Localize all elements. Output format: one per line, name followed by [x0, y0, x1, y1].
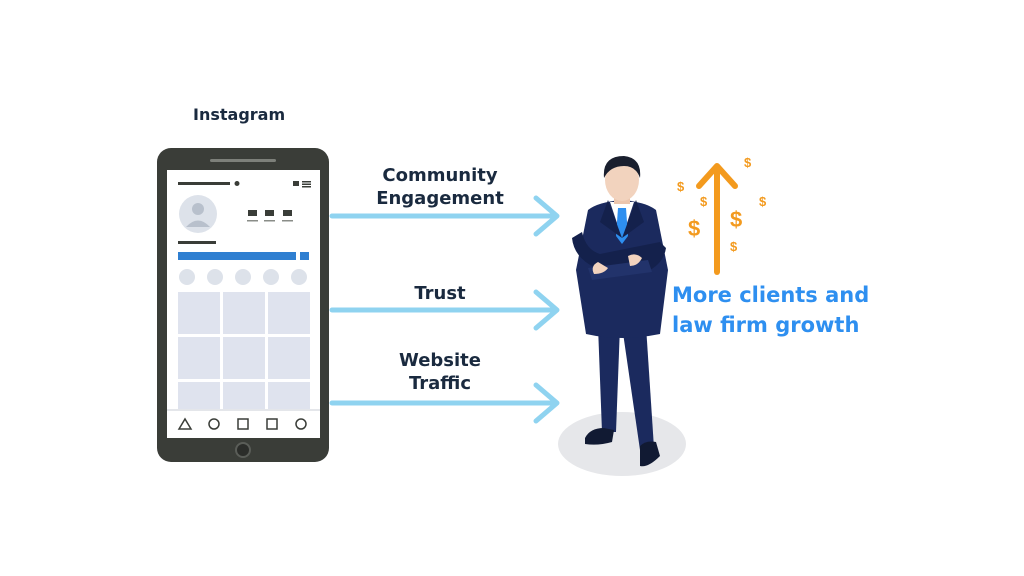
photo-grid — [178, 292, 310, 409]
dollar-sign-icon: $ — [677, 179, 685, 194]
nav-square-icon — [266, 418, 278, 430]
dollar-sign-icon: $ — [730, 207, 742, 232]
floor-shadow — [558, 412, 686, 476]
nav-square-icon — [237, 418, 249, 430]
profile-avatar-icon — [179, 195, 217, 233]
follow-bar — [178, 252, 296, 260]
dollar-sign-icon: $ — [730, 239, 738, 254]
phone-illustration — [157, 148, 329, 462]
phone-speaker — [210, 159, 276, 162]
channel-label-community-engagement: Community Engagement — [376, 165, 504, 209]
nav-circle-icon — [208, 418, 220, 430]
dollar-signs: $ $ $ $ $ $ $ — [677, 155, 767, 254]
channel-label-trust: Trust — [414, 283, 466, 304]
platform-label: Instagram — [193, 105, 286, 124]
nav-triangle-icon — [177, 417, 193, 430]
arrow-community-engagement — [329, 195, 560, 237]
arrow-website-traffic — [329, 382, 560, 424]
growth-arrow — [696, 163, 738, 275]
outcome-label: More clients and law firm growth — [672, 283, 870, 337]
dollar-sign-icon: $ — [688, 216, 700, 241]
dollar-sign-icon: $ — [744, 155, 752, 170]
channel-label-website-traffic: Website Traffic — [398, 350, 481, 394]
arrow-trust — [329, 289, 560, 331]
businessman-illustration — [558, 156, 686, 476]
nav-circle-icon — [295, 418, 307, 430]
home-button-icon — [235, 442, 251, 458]
dollar-sign-icon: $ — [759, 194, 767, 209]
dollar-sign-icon: $ — [700, 194, 708, 209]
